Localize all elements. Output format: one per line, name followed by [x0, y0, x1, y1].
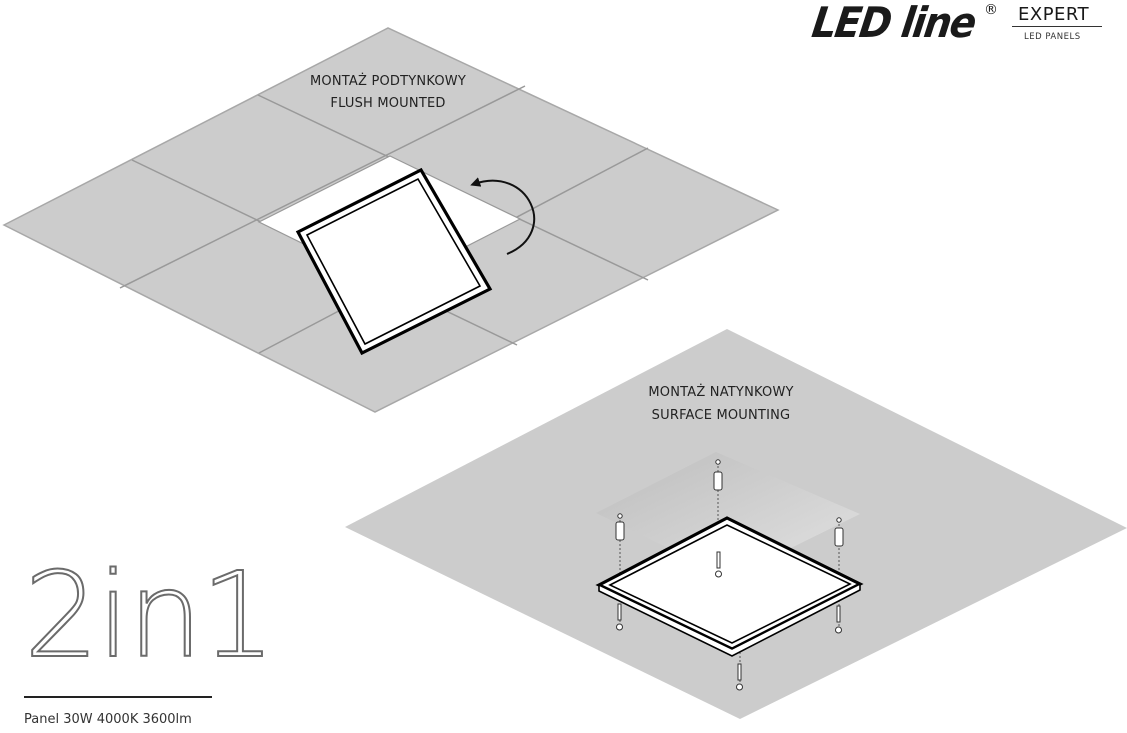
flush-mount-illustration: [2, 27, 780, 413]
wall-plug-icons: [615, 459, 844, 547]
two-in-one-title: 2in1: [23, 546, 277, 684]
surface-led-panel: [595, 516, 864, 657]
panel-shadow: [596, 452, 860, 578]
surface-label-pl: MONTAŻ NATYNKOWY: [648, 385, 794, 400]
flush-label-pl: MONTAŻ PODTYNKOWY: [310, 74, 466, 89]
brand-divider: [1012, 26, 1102, 27]
brand-name: LED line: [809, 0, 979, 47]
flush-label-en: FLUSH MOUNTED: [330, 96, 446, 111]
title-divider: [24, 696, 212, 698]
brand-line: EXPERT: [1018, 4, 1090, 25]
product-spec: Panel 30W 4000K 3600lm: [24, 712, 192, 727]
rotation-arrow-icon: [470, 177, 536, 255]
surface-label-en: SURFACE MOUNTING: [651, 408, 791, 423]
surface-mount-illustration: [345, 329, 1127, 719]
screw-icons: [616, 551, 842, 691]
brand-subtitle: LED PANELS: [1024, 32, 1081, 42]
brand-logo: LED line ® EXPERT LED PANELS: [809, 0, 1112, 50]
tilted-led-panel: [295, 167, 493, 356]
registered-mark: ®: [984, 2, 998, 18]
